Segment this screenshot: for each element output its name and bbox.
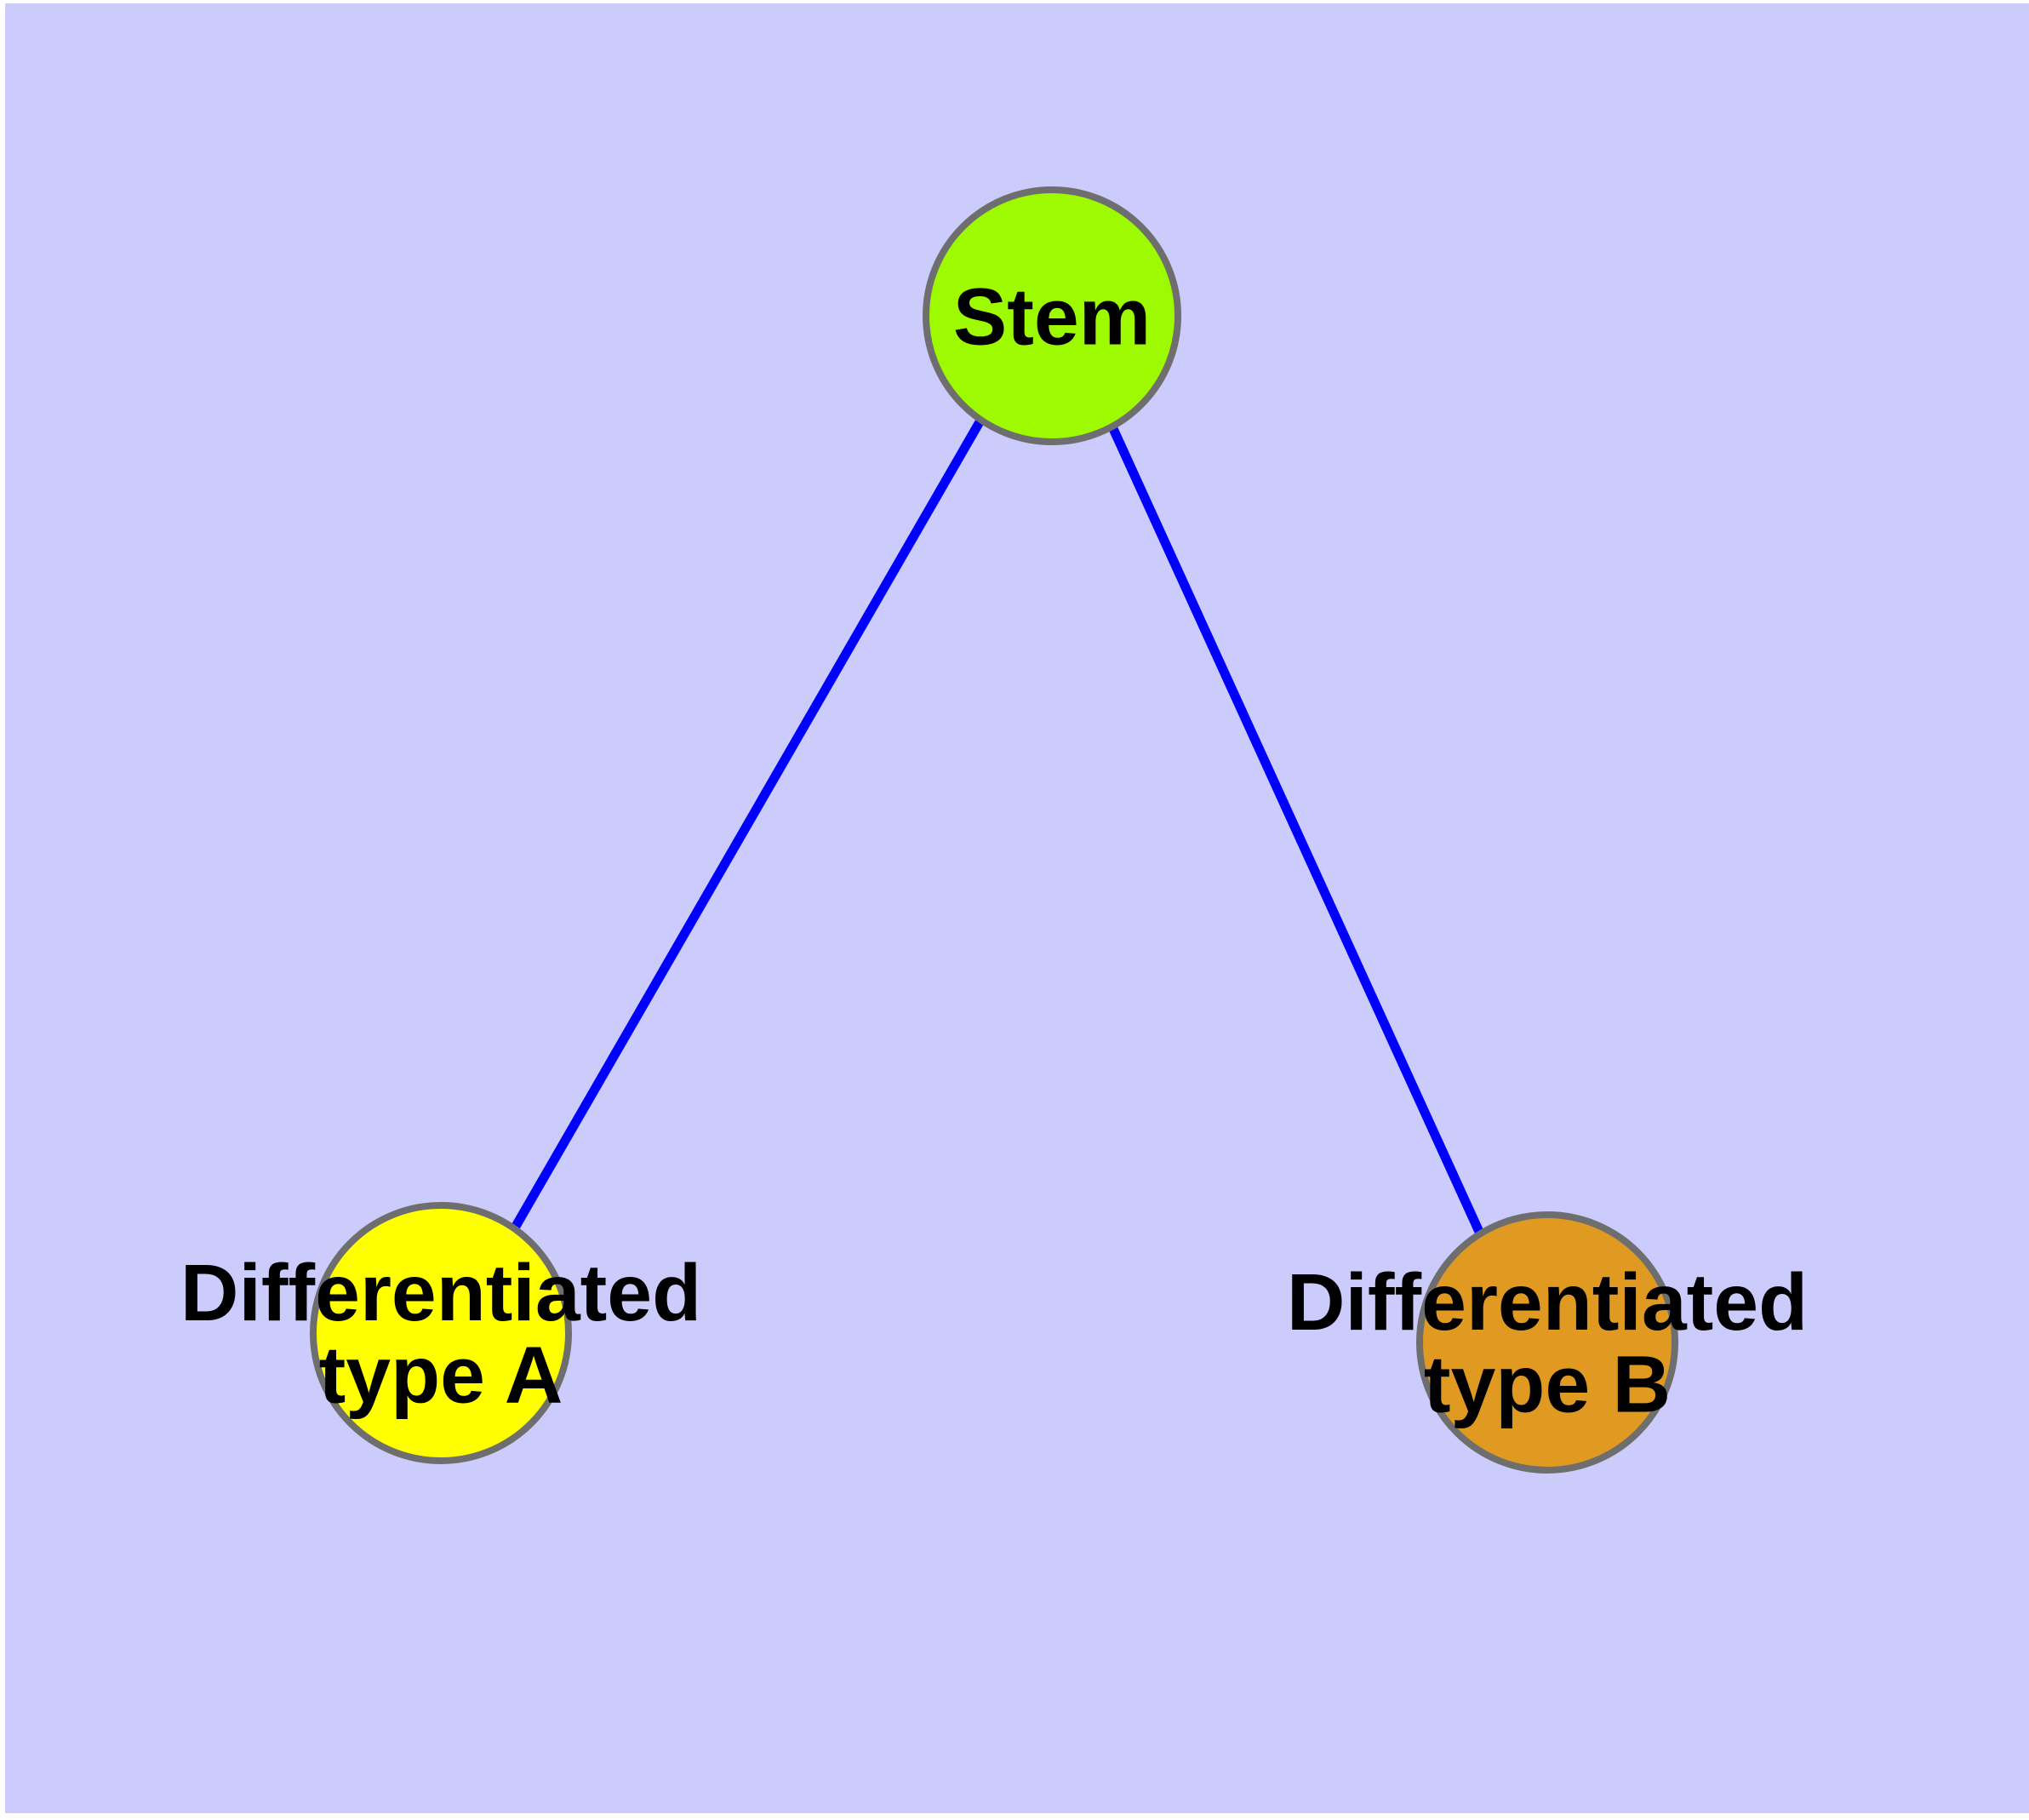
node-differentiated-b-circle[interactable] [1416,1211,1678,1474]
nodes-layer [310,186,1678,1474]
node-differentiated-a-circle[interactable] [310,1202,572,1464]
edges-layer [510,418,1484,1234]
edge-stem-to-differentiated-b[interactable] [1106,421,1484,1234]
edge-stem-to-differentiated-a[interactable] [510,418,985,1232]
node-stem-circle[interactable] [923,186,1181,445]
